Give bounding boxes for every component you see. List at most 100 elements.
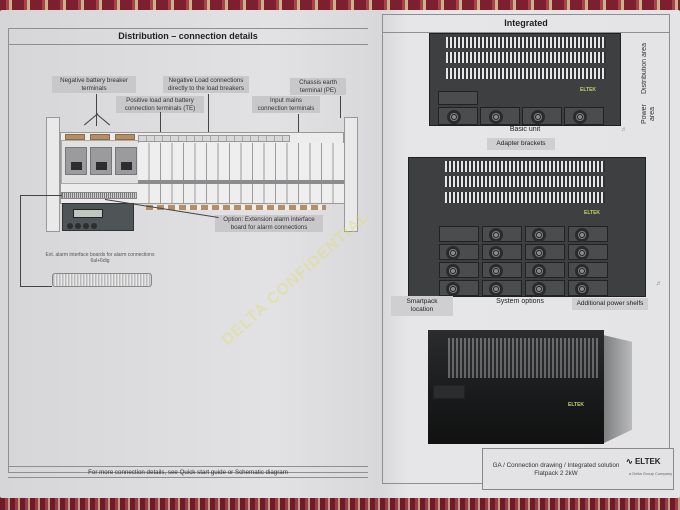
speaker-icon: ♬ bbox=[621, 127, 627, 133]
caption-system-options: System options bbox=[496, 298, 544, 305]
label-power-area: Power area bbox=[641, 104, 656, 124]
fan-icon bbox=[532, 264, 546, 278]
rectifier-module bbox=[525, 244, 565, 260]
rectifier-module bbox=[439, 244, 479, 260]
vent-grille bbox=[446, 37, 606, 48]
rectifier-module bbox=[480, 107, 520, 125]
smartpack-button bbox=[91, 223, 97, 229]
ext-board-caption: Ext. alarm interface boards for alarm co… bbox=[45, 252, 155, 258]
callout-neg-battery-terminals: Negative battery breaker terminals bbox=[52, 76, 136, 93]
fan-icon bbox=[446, 246, 460, 260]
battery-breaker bbox=[90, 147, 112, 175]
te-terminals bbox=[138, 135, 290, 142]
callout-smartpack-location: Smartpack location bbox=[391, 296, 453, 316]
rectifier-module bbox=[482, 244, 522, 260]
fan-icon bbox=[532, 282, 546, 296]
smartpack-display bbox=[73, 209, 103, 218]
caption-basic-unit: Basic unit bbox=[509, 126, 541, 133]
battery-terminal bbox=[90, 134, 110, 140]
load-busbar bbox=[146, 205, 326, 210]
rack-ear-right bbox=[344, 117, 358, 232]
right-section-title: Integrated bbox=[382, 14, 670, 33]
battery-breaker bbox=[115, 147, 137, 175]
eltek-company-logo: ∿ ELTEK bbox=[626, 457, 674, 471]
fan-icon bbox=[489, 282, 503, 296]
fan-icon bbox=[446, 264, 460, 278]
integrated-unit-photo: ELTEK bbox=[428, 330, 604, 444]
battery-terminal bbox=[115, 134, 135, 140]
rectifier-module bbox=[568, 244, 608, 260]
rectifier-module bbox=[482, 280, 522, 296]
fan-icon bbox=[575, 264, 589, 278]
rack-ear-left bbox=[46, 117, 60, 232]
leader-line bbox=[160, 112, 161, 134]
basic-unit-rack: ELTEK bbox=[429, 33, 621, 126]
rectifier-module bbox=[568, 262, 608, 278]
ext-board-caption-sub: 6al+6dig bbox=[90, 258, 110, 264]
battery-breakers bbox=[61, 140, 139, 184]
rectifier-module bbox=[564, 107, 604, 125]
left-section-title: Distribution – connection details bbox=[8, 28, 368, 45]
speaker-icon: ♬ bbox=[656, 281, 662, 287]
rectifier-module bbox=[525, 226, 565, 242]
smartpack-module bbox=[433, 385, 465, 399]
battery-breaker bbox=[65, 147, 87, 175]
leader-line bbox=[298, 114, 299, 134]
rectifier-module bbox=[438, 107, 478, 125]
title-block-company-sub: a Delta Group Company bbox=[629, 471, 673, 476]
eltek-logo-icon: ∿ bbox=[626, 457, 633, 466]
eltek-logo: ELTEK bbox=[568, 402, 585, 408]
rectifier-module bbox=[522, 107, 562, 125]
smartpack-button bbox=[75, 223, 81, 229]
integrated-unit-photo-side bbox=[604, 335, 632, 443]
background-carpet-bottom bbox=[0, 496, 680, 510]
left-section-frame bbox=[8, 28, 368, 473]
vent-grille bbox=[445, 176, 605, 187]
fan-icon bbox=[489, 246, 503, 260]
leader-line bbox=[208, 94, 209, 142]
vent-grille bbox=[445, 161, 605, 172]
rectifier-module bbox=[482, 226, 522, 242]
smartpack-button bbox=[83, 223, 89, 229]
eltek-logo: ELTEK bbox=[580, 87, 597, 93]
fan-icon bbox=[573, 110, 587, 124]
breaker-band bbox=[138, 180, 344, 184]
load-breakers bbox=[138, 143, 344, 203]
smartpack-button bbox=[67, 223, 73, 229]
fan-icon bbox=[489, 110, 503, 124]
callout-chassis-earth: Chassis earth terminal (PE) bbox=[290, 78, 346, 95]
fan-icon bbox=[489, 228, 503, 242]
fan-icon bbox=[532, 228, 546, 242]
title-block-line1: GA / Connection drawing / Integrated sol… bbox=[492, 462, 620, 469]
footer-note: For more connection details, see Quick s… bbox=[8, 466, 368, 478]
rectifier-module bbox=[525, 280, 565, 296]
callout-adapter-brackets: Adapter brackets bbox=[487, 138, 555, 150]
rectifier-module bbox=[439, 262, 479, 278]
eltek-logo-text: ELTEK bbox=[634, 457, 661, 466]
fan-icon bbox=[575, 228, 589, 242]
fan-icon bbox=[489, 264, 503, 278]
leader-line bbox=[340, 96, 341, 118]
leader-line bbox=[20, 195, 62, 196]
smartpack-module bbox=[438, 91, 478, 105]
callout-additional-power-shelfs: Additional power shelfs bbox=[572, 298, 648, 310]
title-block-line2: Flatpack 2 2kW bbox=[534, 470, 578, 477]
fan-icon bbox=[446, 282, 460, 296]
leader-line bbox=[96, 112, 97, 126]
leader-line bbox=[96, 94, 97, 112]
vent-grille bbox=[448, 338, 598, 378]
rectifier-module bbox=[482, 262, 522, 278]
alarm-connector-strip bbox=[61, 192, 137, 199]
label-distribution-area: Distribution area bbox=[641, 43, 648, 95]
fan-icon bbox=[575, 282, 589, 296]
callout-ext-alarm-option: Option: Extension alarm interface board … bbox=[215, 215, 323, 232]
callout-input-mains: Input mains connection terminals bbox=[252, 96, 320, 113]
ext-alarm-board-drawing bbox=[52, 273, 152, 287]
rectifier-module bbox=[568, 226, 608, 242]
expanded-unit-rack: ELTEK bbox=[408, 157, 646, 297]
leader-line bbox=[20, 195, 21, 287]
fan-icon bbox=[447, 110, 461, 124]
fan-icon bbox=[575, 246, 589, 260]
eltek-logo: ELTEK bbox=[584, 210, 601, 216]
fan-icon bbox=[531, 110, 545, 124]
